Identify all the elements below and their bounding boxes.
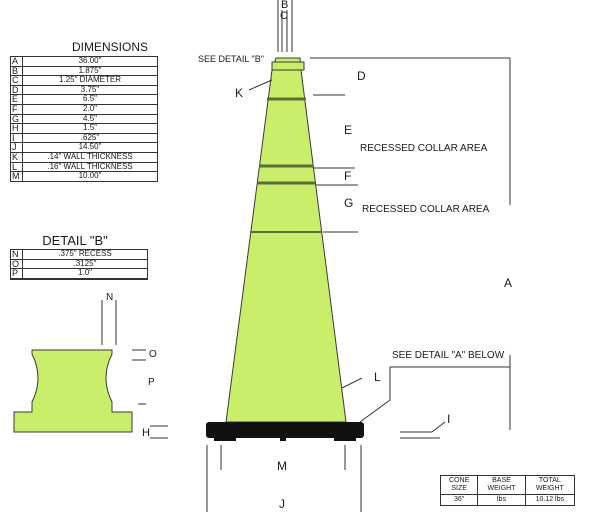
detail-key: P	[10, 268, 23, 279]
detail-key: N	[10, 249, 23, 260]
callout-see-detail-b: SEE DETAIL "B"	[198, 54, 264, 64]
label-L: L	[374, 370, 381, 384]
cone-body	[225, 57, 347, 423]
label-I: I	[447, 412, 450, 426]
collar-bands	[250, 97, 321, 233]
dimension-value: 36.00"	[22, 56, 158, 67]
header-cone-size: CONE SIZE	[439, 475, 479, 495]
dimension-value: 14.50"	[22, 142, 158, 153]
label-H: H	[142, 427, 150, 439]
detail-b-section	[13, 349, 133, 433]
dimension-value: 1.5"	[22, 123, 158, 134]
dimension-value: .14" WALL THICKNESS	[22, 151, 158, 163]
dimension-key: A	[10, 56, 23, 67]
dimension-key: H	[10, 123, 23, 134]
detail-value	[22, 277, 148, 280]
label-M: M	[277, 459, 287, 473]
value-base-weight: lbs	[477, 494, 526, 506]
detail-row: N.375" RECESS	[10, 249, 148, 260]
detail-b-lines	[101, 300, 168, 439]
label-D: D	[357, 69, 366, 83]
dimension-lines-bottom	[206, 445, 362, 512]
dimension-value: 2.0"	[22, 103, 158, 115]
cone-base	[206, 422, 364, 441]
weight-header-row: CONE SIZE BASE WEIGHT TOTAL WEIGHT	[439, 475, 576, 495]
label-B: B	[281, 0, 288, 11]
dimension-value: 10.00"	[22, 171, 158, 182]
dimension-key: C	[10, 75, 23, 86]
label-F: F	[344, 169, 351, 183]
detail-row	[10, 277, 148, 280]
label-E: E	[344, 123, 352, 137]
callout-see-detail-a: SEE DETAIL "A" BELOW	[392, 350, 505, 361]
top-tube-lines	[277, 0, 293, 52]
callout-collar-area-1: RECESSED COLLAR AREA	[360, 143, 488, 154]
value-total-weight: 10.12 lbs	[524, 494, 576, 506]
label-P: P	[148, 377, 155, 388]
label-G: G	[344, 196, 353, 210]
header-base-weight: BASE WEIGHT	[477, 475, 526, 495]
dimension-key: M	[10, 171, 23, 182]
header-total-weight: TOTAL WEIGHT	[524, 475, 576, 495]
label-J: J	[279, 497, 285, 511]
dimension-value: 1.25" DIAMETER	[22, 75, 158, 86]
dimension-key: J	[10, 142, 23, 153]
detail-key	[10, 277, 23, 280]
dimension-key: F	[10, 103, 23, 115]
dimension-row: K.14" WALL THICKNESS	[10, 151, 158, 163]
label-C: C	[280, 10, 288, 22]
dimension-lines-right	[310, 57, 511, 439]
dimensions-title: DIMENSIONS	[71, 40, 148, 54]
detail-value: 1.0"	[22, 268, 148, 279]
label-A: A	[504, 276, 512, 290]
callout-collar-area-2: RECESSED COLLAR AREA	[362, 204, 490, 215]
detail-value: .375" RECESS	[22, 249, 148, 260]
weight-table: CONE SIZE BASE WEIGHT TOTAL WEIGHT 36" l…	[439, 475, 576, 506]
label-N: N	[106, 292, 113, 303]
dimension-key: K	[10, 151, 23, 163]
value-cone-size: 36"	[439, 494, 479, 506]
label-K: K	[235, 86, 243, 100]
cone-top-cap	[271, 61, 305, 71]
weight-value-row: 36" lbs 10.12 lbs	[439, 494, 576, 506]
label-O: O	[149, 349, 157, 360]
detail-b-title: DETAIL "B"	[42, 233, 108, 248]
